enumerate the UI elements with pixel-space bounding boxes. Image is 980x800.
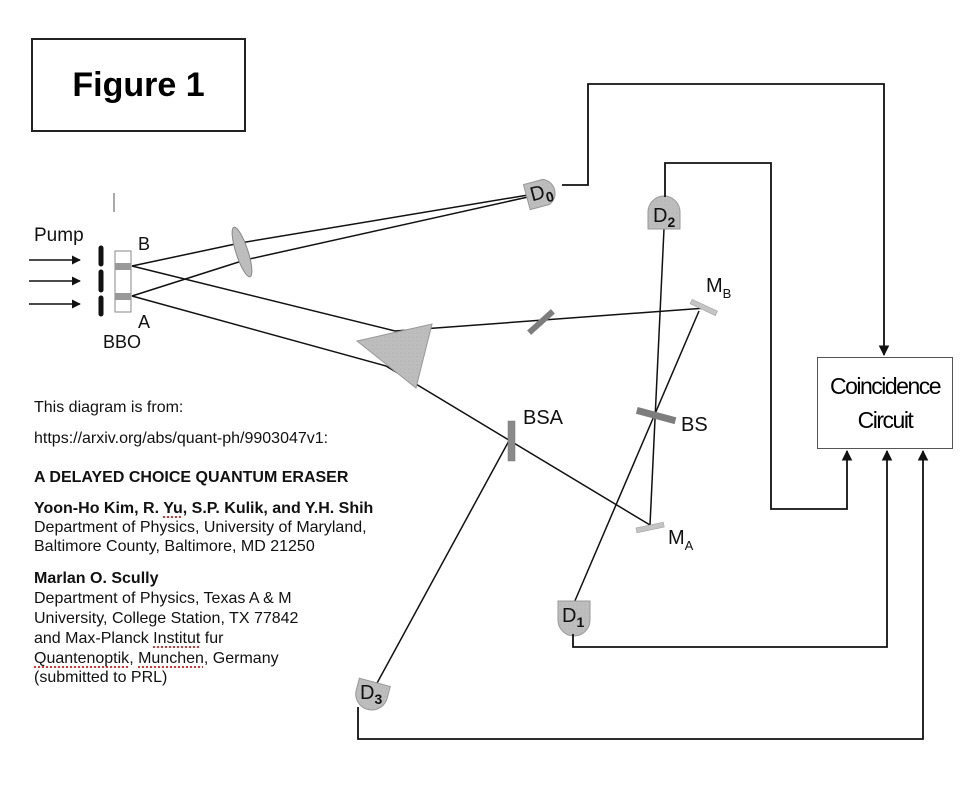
authors-group-1: Yoon-Ho Kim, R. Yu, S.P. Kulik, and Y.H.…: [34, 500, 373, 518]
paper-title: A DELAYED CHOICE QUANTUM ERASER: [34, 469, 349, 486]
figure-title-box: Figure 1: [31, 38, 246, 132]
pump-label: Pump: [34, 225, 84, 246]
affiliation-2-line-5: (submitted to PRL): [34, 669, 168, 686]
prism: [355, 323, 433, 389]
affil-2-line-4-flagged-1: Quantenoptik: [34, 650, 130, 667]
beam-splitter-bsa: [507, 420, 516, 462]
wire-d1: [572, 449, 893, 648]
bbo-region-a: [115, 293, 131, 300]
mirror-ma: [635, 521, 665, 534]
d0-label: D0: [528, 179, 556, 209]
affil-2-line-3-flagged: Institut: [153, 630, 201, 647]
mirror-mb: [689, 298, 718, 316]
bs-label: BS: [681, 414, 708, 436]
beam-splitter-bs: [635, 406, 677, 425]
source-intro: This diagram is from:: [34, 399, 184, 416]
affiliation-2-line-1: Department of Physics, Texas A & M: [34, 590, 292, 607]
beam-b-to-prism: [131, 265, 396, 332]
label-b: B: [138, 234, 150, 254]
affil-2-line-4-mid: ,: [129, 650, 139, 667]
coincidence-circuit-box: Coincidence Circuit: [817, 357, 953, 449]
beam-bsa-to-d3: [375, 436, 512, 686]
affil-2-line-3-post: fur: [200, 630, 224, 647]
beam-mb-to-d1: [573, 310, 700, 604]
affil-2-line-4-post: , Germany: [203, 650, 279, 667]
figure-title: Figure 1: [72, 65, 205, 104]
beam-prism-to-mb: [394, 307, 707, 332]
bsa-label: BSA: [523, 407, 564, 429]
beam-prism-to-ma: [385, 365, 651, 526]
authors-1-pre: Yoon-Ho Kim, R.: [34, 500, 164, 517]
authors-1-flagged: Yu: [163, 500, 183, 517]
affiliation-1-line-2: Baltimore County, Baltimore, MD 21250: [34, 538, 315, 555]
wire-d0: [562, 83, 890, 357]
affiliation-1-line-1: Department of Physics, University of Mar…: [34, 519, 367, 536]
coincidence-line-1: Coincidence: [829, 373, 942, 399]
authors-1-post: , S.P. Kulik, and Y.H. Shih: [182, 500, 374, 517]
affiliation-2-line-4: Quantenoptik, Munchen, Germany: [34, 650, 279, 668]
affil-2-line-4-flagged-2: Munchen: [138, 650, 204, 667]
source-url: https://arxiv.org/abs/quant-ph/9903047v1…: [34, 430, 329, 447]
author-2: Marlan O. Scully: [34, 570, 159, 587]
d1-label: D1: [562, 605, 584, 630]
affil-2-line-3-pre: and Max-Planck: [34, 630, 154, 647]
affiliation-2-line-2: University, College Station, TX 77842: [34, 610, 299, 627]
signal-wires: [357, 83, 929, 740]
wire-d2: [664, 162, 853, 510]
d2-label: D2: [653, 205, 675, 230]
affiliation-2-line-3: and Max-Planck Institut fur: [34, 630, 223, 648]
beam-splitter-b: [527, 309, 555, 335]
coincidence-line-2: Circuit: [857, 407, 914, 433]
d3-label: D3: [360, 682, 382, 707]
beam-b-to-d0: [131, 194, 529, 267]
label-a: A: [138, 312, 150, 332]
ma-label: MA: [668, 527, 694, 553]
bbo-label: BBO: [103, 332, 141, 352]
pump-arrows: [29, 255, 81, 309]
bbo-region-b: [115, 263, 131, 270]
beam-a-to-prism: [131, 295, 387, 367]
wire-d3: [357, 449, 929, 740]
detector-d3: [355, 677, 391, 711]
bbo-crystal: [114, 250, 132, 313]
beam-ma-to-d2: [649, 228, 665, 526]
detector-d0: [522, 178, 556, 211]
lens: [231, 226, 253, 278]
detector-d1: [557, 600, 591, 637]
mb-label: MB: [706, 275, 731, 301]
